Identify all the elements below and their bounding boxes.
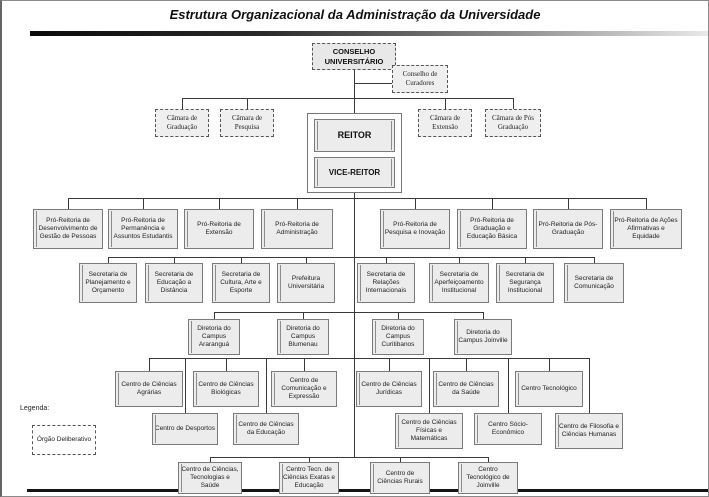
- node-sec-cultura: Secretaria de Cultura, Arte e Esporte: [212, 263, 270, 303]
- connector-line: [459, 257, 460, 263]
- node-dir-blumenau: Diretoria do Campus Blumenau: [277, 319, 329, 355]
- node-c-socioeconomico: Centro Sócio-Econômico: [474, 413, 542, 445]
- node-cc-biologicas: Centro de Ciências Biológicas: [193, 371, 259, 407]
- node-c-tecnologico: Centro Tecnológico: [515, 371, 583, 407]
- connector-line: [389, 358, 390, 371]
- legend-orgao-deliberativo: Órgão Deliberativo: [32, 425, 96, 455]
- connector-line: [266, 358, 267, 413]
- connector-line: [214, 312, 215, 319]
- node-pr-gestao-pessoas: Pró-Reitoria de Desenvolvimento de Gestã…: [33, 209, 103, 249]
- node-c-filosofia-humanas: Centro de Filosofia e Ciências Humanas: [555, 413, 623, 449]
- connector-line: [398, 312, 399, 319]
- connector-line: [297, 198, 298, 209]
- connector-line: [185, 358, 186, 413]
- connector-line: [306, 257, 307, 263]
- connector-line: [589, 358, 590, 413]
- node-sec-aperfeicoamento: Secretaria de Aperfeiçoamento Institucio…: [429, 263, 489, 303]
- connector-line: [354, 193, 355, 457]
- node-camara-pesquisa: Câmara de Pesquisa: [220, 109, 274, 137]
- connector-line: [182, 98, 513, 99]
- connector-line: [68, 198, 646, 199]
- connector-line: [483, 312, 484, 319]
- connector-line: [149, 358, 150, 371]
- node-dir-curitibanos: Diretoria do Campus Curitibanos: [372, 319, 424, 355]
- connector-line: [247, 98, 248, 109]
- node-reitor: REITOR: [314, 119, 395, 152]
- title-underline-gradient: [30, 31, 708, 36]
- node-vice-reitor: VICE-REITOR: [314, 157, 395, 188]
- node-cc-agrarias: Centro de Ciências Agrárias: [115, 371, 183, 407]
- connector-line: [143, 198, 144, 209]
- bottom-rule: [27, 489, 708, 492]
- connector-line: [309, 457, 310, 462]
- connector-line: [219, 198, 220, 209]
- connector-line: [488, 457, 489, 462]
- node-camara-extensao: Câmara de Extensão: [418, 109, 472, 137]
- connector-line: [508, 358, 509, 413]
- connector-line: [149, 358, 589, 359]
- connector-line: [415, 198, 416, 209]
- node-sec-relacoes: Secretaria de Relações Internacionais: [357, 263, 415, 303]
- connector-line: [108, 257, 594, 258]
- node-sec-ead: Secretaria de Educação a Distância: [145, 263, 203, 303]
- node-cc-juridicas: Centro de Ciências Jurídicas: [356, 371, 422, 407]
- connector-line: [429, 358, 430, 413]
- connector-line: [466, 358, 467, 371]
- node-pr-administracao: Pró-Reitoria de Administração: [261, 209, 333, 249]
- connector-line: [400, 457, 401, 462]
- connector-line: [354, 70, 355, 113]
- connector-line: [549, 358, 550, 371]
- connector-line: [525, 257, 526, 263]
- connector-line: [513, 98, 514, 109]
- page-title: Estrutura Organizacional da Administraçã…: [169, 7, 541, 22]
- node-prefeitura: Prefeitura Universitária: [277, 263, 335, 303]
- node-conselho-curadores: Conselho de Curadores: [392, 65, 448, 93]
- legend-label: Legenda:: [20, 405, 50, 412]
- connector-line: [646, 198, 647, 209]
- connector-line: [594, 257, 595, 263]
- node-c-desportos: Centro de Desportos: [152, 413, 218, 445]
- connector-line: [210, 457, 488, 458]
- connector-line: [182, 98, 183, 109]
- node-dir-ararangua: Diretoria do Campus Araranguá: [188, 319, 240, 355]
- connector-line: [210, 457, 211, 462]
- node-pr-pos-graduacao: Pró-Reitoria de Pós-Graduação: [533, 209, 603, 249]
- node-c-comunicacao-expressao: Centro de Comunicação e Expressão: [271, 371, 337, 407]
- node-pr-acoes-afirmativas: Pró-Reitoria de Ações Afirmativas e Equi…: [610, 209, 682, 249]
- node-camara-pos-graduacao: Câmara de Pós Graduação: [485, 109, 541, 137]
- connector-line: [304, 358, 305, 371]
- node-pr-graduacao-basica: Pró-Reitoria de Graduação e Educação Bás…: [457, 209, 527, 249]
- node-camara-graduacao: Câmara de Graduação: [155, 109, 209, 137]
- node-cc-tecnologias-saude: Centro de Ciências, Tecnologias e Saúde: [178, 462, 242, 494]
- connector-line: [303, 312, 304, 319]
- node-conselho-universitario: CONSELHO UNIVERSITÁRIO: [312, 43, 396, 70]
- connector-line: [386, 257, 387, 263]
- connector-line: [174, 257, 175, 263]
- node-pr-permanencia: Pró-Reitoria de Permanência e Assuntos E…: [108, 209, 178, 249]
- node-sec-seguranca: Secretaria de Segurança Institucional: [496, 263, 554, 303]
- connector-line: [68, 198, 69, 209]
- node-sec-planejamento: Secretaria de Planejamento e Orçamento: [79, 263, 137, 303]
- connector-line: [445, 98, 446, 109]
- node-pr-pesquisa-inovacao: Pró-Reitoria de Pesquisa e Inovação: [380, 209, 450, 249]
- node-c-tecn-exatas-educacao: Centro Tecn. de Ciências Exatas e Educaç…: [279, 462, 339, 494]
- node-dir-joinville: Diretoria do Campus Joinville: [454, 319, 512, 355]
- node-sec-comunicacao: Secretaria de Comunicação: [564, 263, 624, 303]
- node-c-tecnologico-joinville: Centro Tecnológico de Joinville: [458, 462, 518, 494]
- connector-line: [214, 312, 483, 313]
- connector-line: [492, 198, 493, 209]
- node-cc-rurais: Centro de Ciências Rurais: [370, 462, 430, 494]
- node-pr-extensao: Pró-Reitoria de Extensão: [184, 209, 254, 249]
- connector-line: [108, 257, 109, 263]
- connector-line: [568, 198, 569, 209]
- node-cc-educacao: Centro de Ciências da Educação: [233, 413, 299, 445]
- node-cc-saude: Centro de Ciências da Saúde: [433, 371, 499, 407]
- connector-line: [241, 257, 242, 263]
- node-cc-fisicas-matematicas: Centro de Ciências Físicas e Matemáticas: [395, 413, 463, 449]
- connector-line: [354, 83, 392, 84]
- connector-line: [226, 358, 227, 371]
